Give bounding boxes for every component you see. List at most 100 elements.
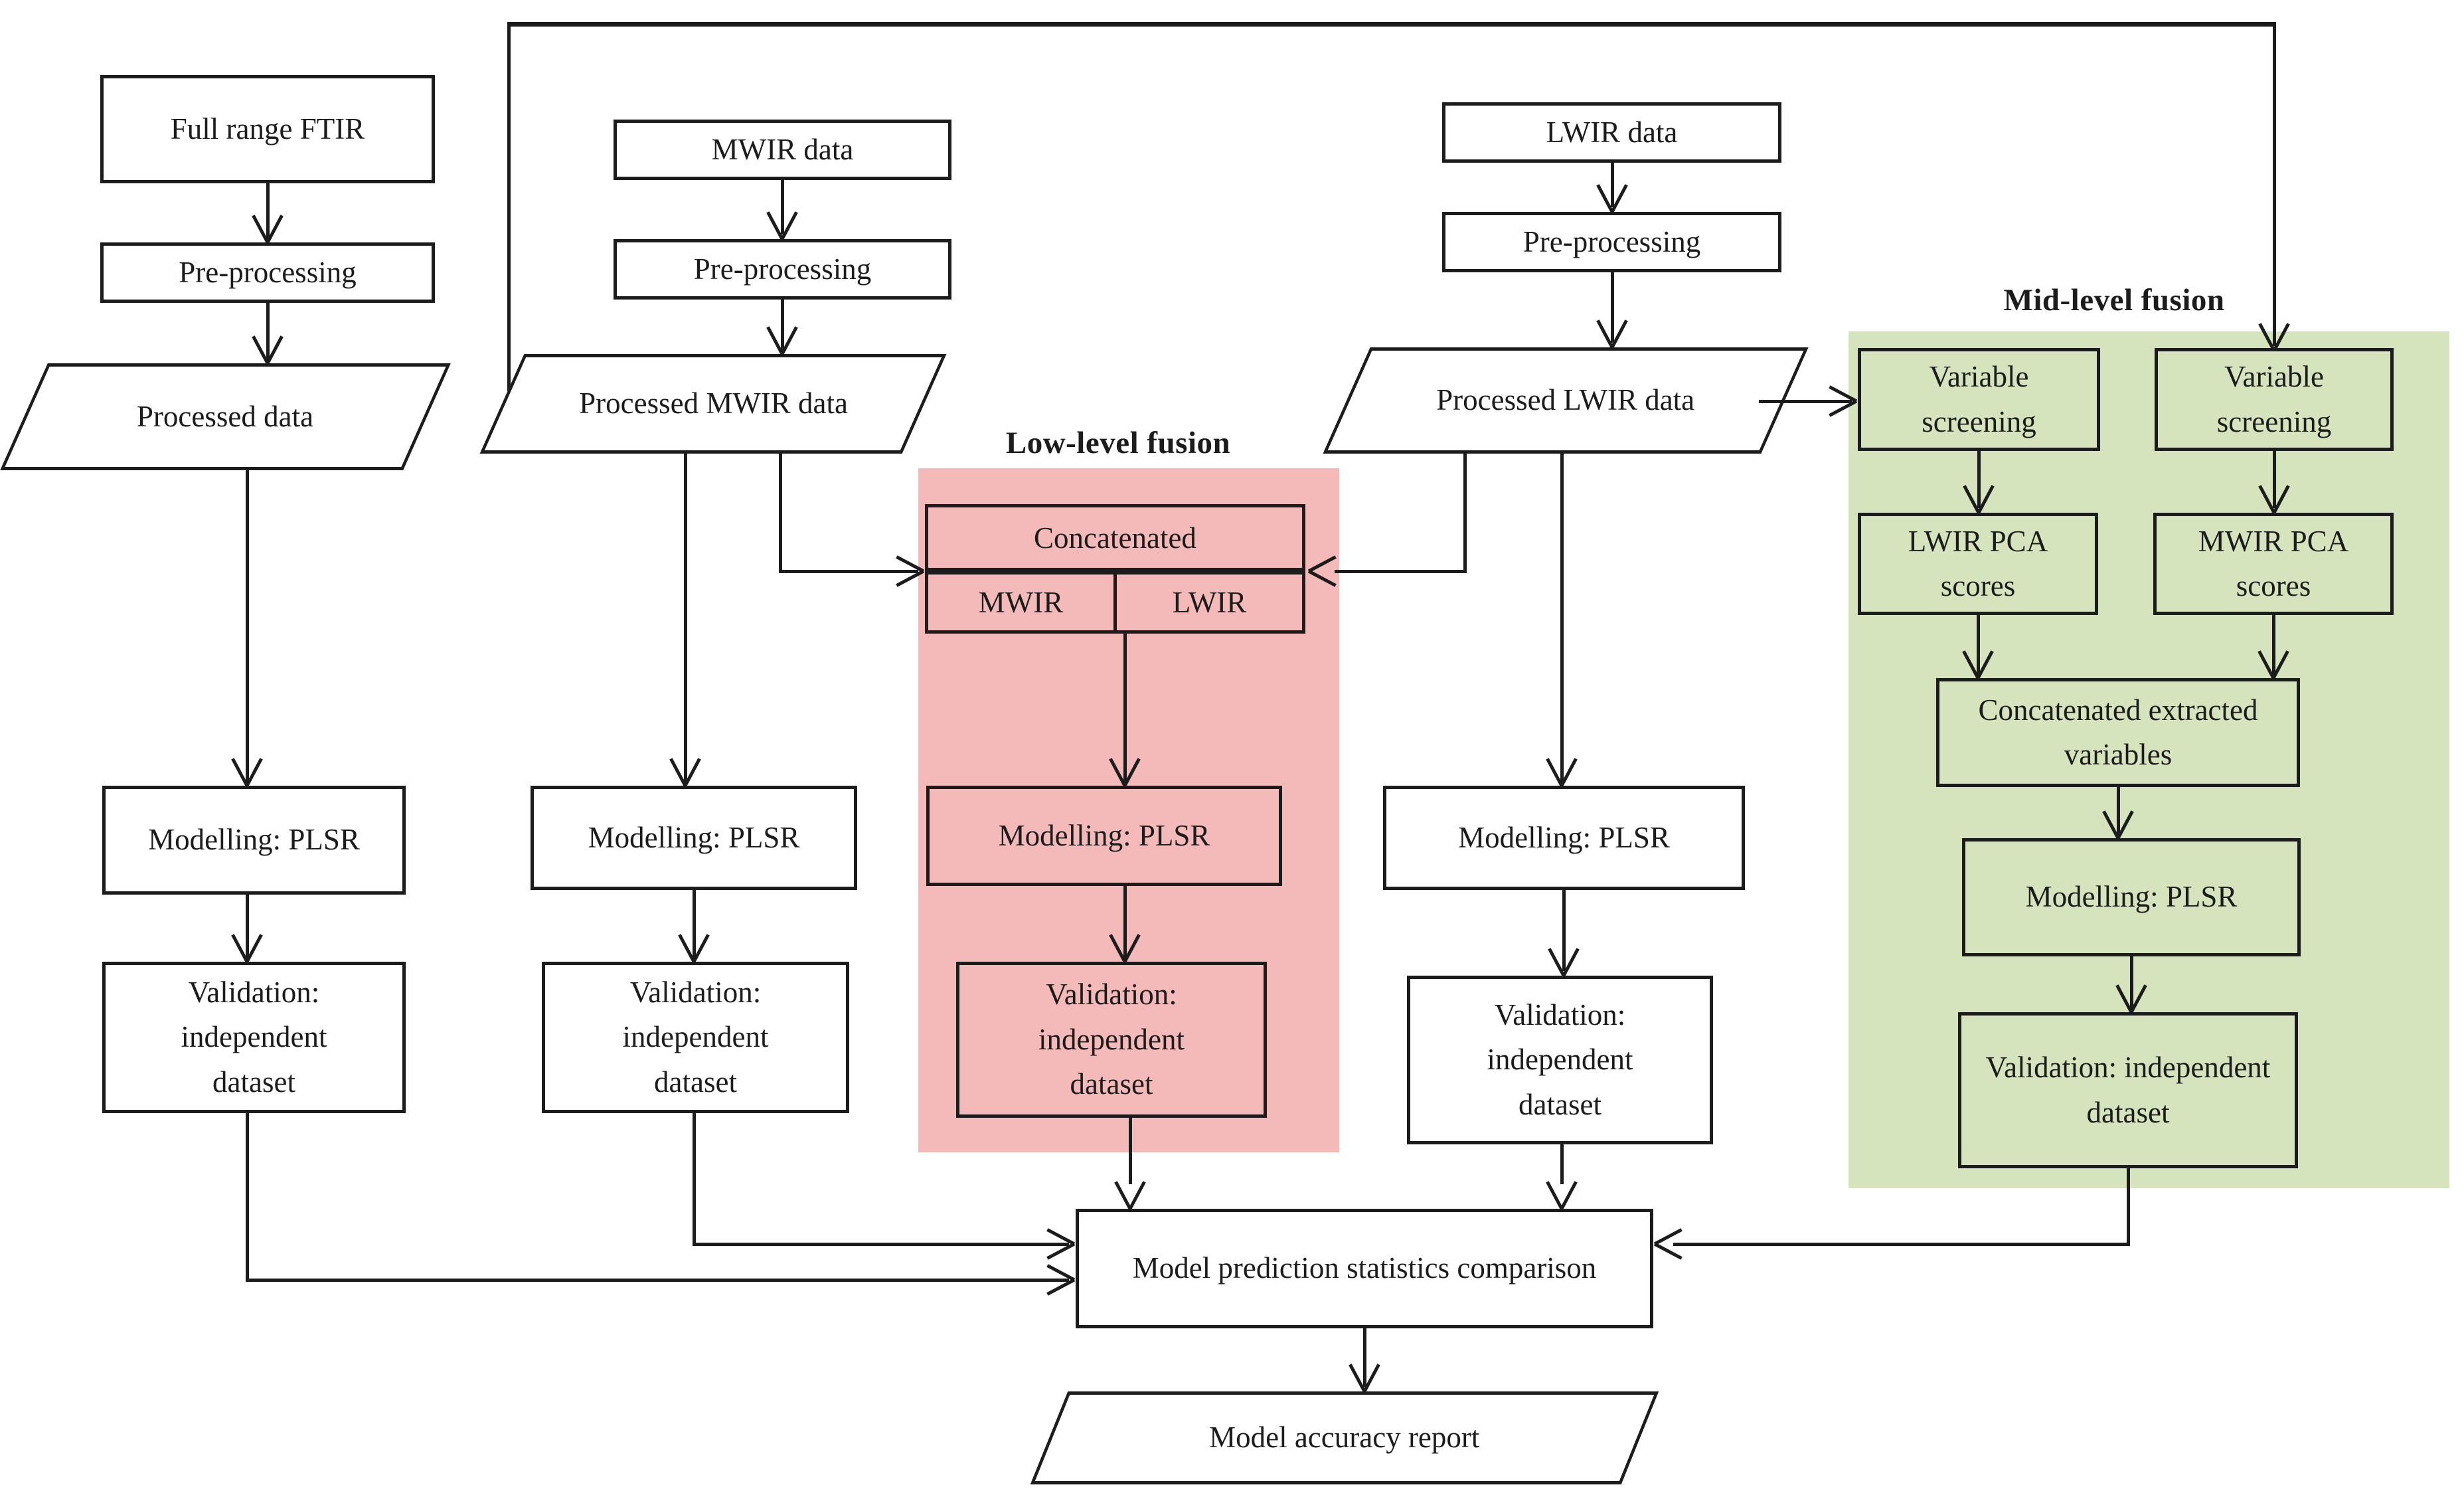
arrowhead-ftir-into-comparison [1048, 1264, 1074, 1296]
connector-mwir-pca-to-concat-vars [2272, 615, 2275, 675]
route-llf-validation-down [1129, 1118, 1132, 1184]
arrowhead-concat-vars-right [2258, 652, 2289, 678]
connector-lwir-preprocessing-to-processed [1611, 272, 1614, 343]
branch-lwir-down [1463, 454, 1467, 573]
ftir-validation-box: Validation: independent dataset [102, 962, 406, 1113]
arrowhead-llf-into-comparison [1114, 1182, 1146, 1209]
lwir-validation-label: Validation: independent dataset [1487, 998, 1633, 1121]
ftir-preprocessing-label: Pre-processing [179, 255, 357, 289]
concatenated-body-row: MWIR LWIR [928, 575, 1302, 630]
lwir-preprocessing-label: Pre-processing [1522, 224, 1701, 258]
variable-screening-left-label: Variable screening [1922, 360, 2036, 438]
lwir-modelling-label: Modelling: PLSR [1458, 820, 1670, 854]
full-range-ftir-label: Full range FTIR [170, 112, 365, 145]
arrowhead-mwir-pca [2258, 486, 2290, 513]
arrowhead-mwir-preprocessing [766, 213, 798, 239]
concatenated-variables-box: Concatenated extracted variables [1936, 678, 2300, 787]
model-accuracy-report-label: Model accuracy report [1209, 1421, 1480, 1455]
arrowhead-llf-validation [1109, 935, 1141, 962]
mwir-data-box: MWIR data [614, 120, 951, 180]
route-mlf-validation-down [2127, 1168, 2130, 1246]
processed-lwir-parallelogram: Processed LWIR data [1323, 347, 1809, 454]
connector-lwir-pca-to-concat-vars [1977, 615, 1980, 675]
top-loop-horizontal-line [507, 22, 2276, 27]
variable-screening-right-label: Variable screening [2216, 360, 2332, 438]
mwir-validation-box: Validation: independent dataset [542, 962, 849, 1113]
low-level-fusion-label: Low-level fusion [1005, 426, 1231, 460]
mwir-modelling-box: Modelling: PLSR [531, 786, 857, 890]
mid-level-fusion-region [1848, 331, 2449, 1188]
arrowhead-lwir-into-comparison [1546, 1182, 1578, 1209]
variable-screening-right-box: Variable screening [2155, 348, 2394, 451]
connector-processed-lwir-to-modelling [1560, 454, 1564, 782]
model-prediction-comparison-box: Model prediction statistics comparison [1076, 1209, 1653, 1328]
connector-vsl-to-lwir-pca [1977, 451, 1981, 508]
arrowhead-ftir-validation [231, 935, 263, 962]
branch-mwir-right [779, 570, 918, 573]
arrowhead-llf-modelling [1109, 759, 1141, 786]
route-ftir-validation-down [246, 1113, 249, 1282]
arrowhead-concat-vars-left [1962, 652, 1994, 678]
arrowhead-lwir-validation [1548, 949, 1580, 976]
llf-validation-label: Validation: independent dataset [1038, 978, 1185, 1101]
mwir-modelling-label: Modelling: PLSR [588, 820, 800, 854]
arrowhead-mwir-validation [678, 935, 710, 962]
processed-mwir-label: Processed MWIR data [578, 387, 848, 420]
model-prediction-comparison-label: Model prediction statistics comparison [1132, 1251, 1597, 1285]
arrowhead-into-variable-screening-left [1830, 385, 1856, 417]
model-accuracy-report-parallelogram: Model accuracy report [1030, 1391, 1659, 1484]
connector-llf-modelling-to-validation [1123, 886, 1127, 958]
arrowhead-mwir-modelling [669, 759, 701, 786]
arrowhead-lwir-pca [1963, 486, 1995, 513]
llf-modelling-label: Modelling: PLSR [998, 818, 1210, 852]
connector-comparison-to-report [1363, 1328, 1366, 1387]
route-ftir-validation-right [246, 1279, 1069, 1282]
concatenated-variables-label: Concatenated extracted variables [1978, 693, 2258, 772]
connector-mwir-modelling-to-validation [693, 890, 696, 958]
branch-lwir-to-variable-screening [1759, 400, 1852, 403]
concatenated-lwir-cell: LWIR [1117, 575, 1302, 630]
connector-processed-mwir-to-modelling [684, 454, 687, 782]
processed-mwir-parallelogram: Processed MWIR data [479, 354, 947, 454]
lwir-data-label: LWIR data [1546, 115, 1678, 149]
arrowhead-mwir-into-comparison [1048, 1228, 1074, 1260]
mwir-validation-label: Validation: independent dataset [622, 975, 769, 1099]
arrowhead-ftir-processed [252, 337, 284, 363]
route-mlf-validation-left [1673, 1243, 2130, 1246]
lwir-validation-box: Validation: independent dataset [1407, 976, 1713, 1144]
concatenated-header-label: Concatenated [1034, 521, 1196, 555]
mwir-pca-scores-box: MWIR PCA scores [2153, 513, 2394, 615]
ftir-preprocessing-box: Pre-processing [100, 242, 435, 303]
connector-ftir-modelling-to-validation [246, 895, 249, 958]
llf-validation-box: Validation: independent dataset [956, 962, 1267, 1118]
arrowhead-mlf-validation [2115, 986, 2147, 1012]
arrowhead-mwir-into-concatenated [897, 555, 924, 587]
arrowhead-lwir-preprocessing [1596, 185, 1628, 212]
connector-mwir-to-preprocessing [781, 180, 784, 234]
ftir-modelling-label: Modelling: PLSR [148, 823, 360, 857]
connector-mwir-preprocessing-to-processed [781, 300, 784, 351]
arrowhead-report [1349, 1365, 1380, 1391]
mwir-preprocessing-label: Pre-processing [693, 252, 872, 286]
arrowhead-mlf-modelling [2102, 812, 2134, 838]
concatenated-mwir-cell: MWIR [928, 575, 1117, 630]
connector-lwir-modelling-to-validation [1562, 890, 1566, 971]
concatenated-mwir-label: MWIR [978, 586, 1064, 619]
connector-concatenated-to-modelling [1123, 634, 1127, 782]
lwir-pca-scores-box: LWIR PCA scores [1858, 513, 2098, 615]
lwir-pca-scores-label: LWIR PCA scores [1908, 524, 2048, 603]
route-mwir-validation-down [693, 1113, 696, 1246]
connector-concat-vars-to-modelling [2117, 787, 2120, 835]
route-mwir-validation-right [693, 1243, 1069, 1246]
top-loop-right-vertical-line [2273, 22, 2276, 346]
mwir-preprocessing-box: Pre-processing [614, 239, 951, 300]
mid-level-fusion-label: Mid-level fusion [2003, 283, 2225, 317]
connector-ftir-preprocessing-to-processed [266, 303, 270, 360]
concatenated-lwir-label: LWIR [1172, 586, 1247, 619]
top-loop-left-vertical-line [507, 22, 511, 391]
mwir-data-label: MWIR data [711, 132, 854, 166]
connector-processed-data-to-modelling [246, 470, 249, 782]
processed-data-parallelogram: Processed data [0, 363, 451, 470]
connector-mlf-modelling-to-validation [2130, 956, 2133, 1009]
